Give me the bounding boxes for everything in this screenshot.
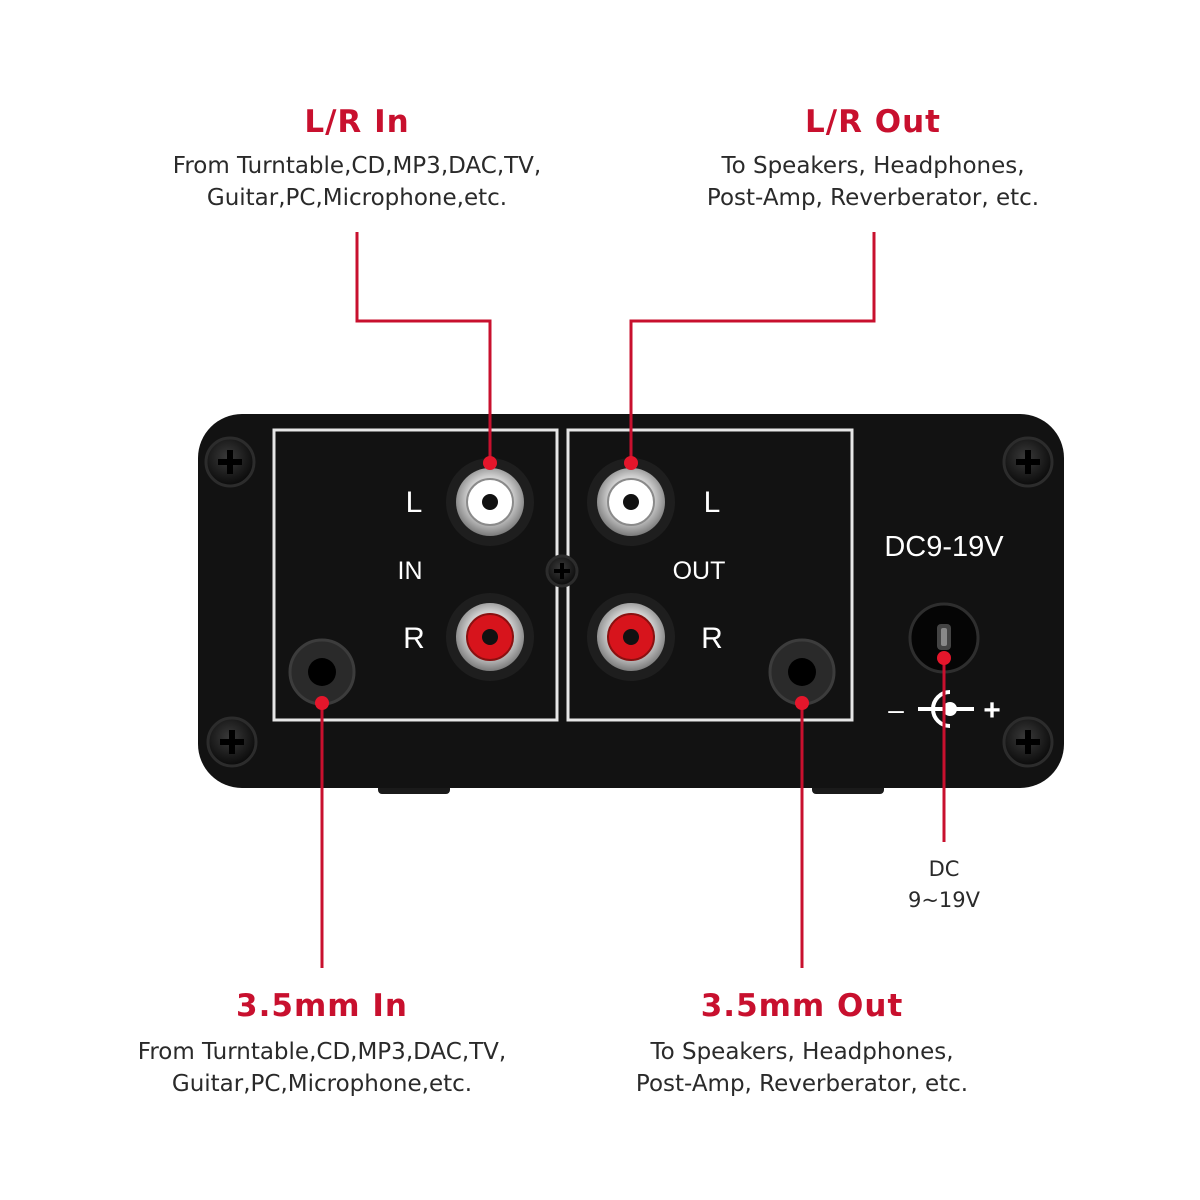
callout-desc-lr-out: To Speakers, Headphones, Post-Amp, Rever… — [623, 150, 1123, 214]
marker-dot-mm-in — [315, 696, 329, 710]
callout-desc-line: From Turntable,CD,MP3,DAC,TV, — [172, 153, 542, 179]
marker-dot-lr-in — [483, 456, 497, 470]
leader-line-lr-in — [355, 232, 492, 463]
marker-dot-lr-out — [624, 456, 638, 470]
screw-icon-top-right — [1002, 436, 1054, 488]
screw-icon-top-left — [204, 436, 256, 488]
callout-title-lr-out: L/R Out — [805, 104, 941, 140]
callout-desc-line: Guitar,PC,Microphone,etc. — [206, 185, 508, 211]
screw-icon-bottom-left — [206, 716, 258, 768]
callout-desc-line: Guitar,PC,Microphone,etc. — [171, 1071, 473, 1097]
callout-desc-line: To Speakers, Headphones, — [650, 1039, 954, 1065]
callout-desc-line: 9~19V — [907, 888, 981, 912]
screw-icon-center — [545, 554, 579, 588]
callout-desc-dc: DC 9~19V — [844, 854, 1044, 916]
marker-dot-mm-out — [795, 696, 809, 710]
mini-jack-in — [288, 638, 356, 706]
callout-desc-mm-out: To Speakers, Headphones, Post-Amp, Rever… — [552, 1036, 1052, 1100]
callout-desc-line: Post-Amp, Reverberator, etc. — [706, 185, 1040, 211]
rca-jack-in-left — [446, 458, 534, 546]
out-right-channel-label: R — [701, 622, 723, 655]
in-section-label: IN — [398, 557, 423, 585]
callout-desc-mm-in: From Turntable,CD,MP3,DAC,TV, Guitar,PC,… — [72, 1036, 572, 1100]
rca-jack-out-left — [587, 458, 675, 546]
out-section-label: OUT — [673, 557, 726, 585]
callout-desc-line: DC — [928, 857, 960, 881]
out-left-channel-label: L — [704, 486, 721, 519]
rca-jack-in-right — [446, 593, 534, 681]
polarity-plus-label: + — [983, 694, 1001, 727]
callout-title-lr-in: L/R In — [304, 104, 410, 140]
callout-title-mm-out: 3.5mm Out — [700, 988, 904, 1024]
rca-jack-out-right — [587, 593, 675, 681]
marker-dot-dc — [937, 651, 951, 665]
leader-line-lr-out — [629, 232, 876, 463]
callout-desc-line: Post-Amp, Reverberator, etc. — [635, 1071, 969, 1097]
mini-jack-out — [768, 638, 836, 706]
power-rating-label: DC9-19V — [884, 531, 1004, 563]
in-right-channel-label: R — [403, 622, 425, 655]
callout-title-mm-in: 3.5mm In — [236, 988, 408, 1024]
screw-icon-bottom-right — [1002, 716, 1054, 768]
callout-desc-lr-in: From Turntable,CD,MP3,DAC,TV, Guitar,PC,… — [107, 150, 607, 214]
in-left-channel-label: L — [406, 486, 423, 519]
callout-desc-line: From Turntable,CD,MP3,DAC,TV, — [137, 1039, 507, 1065]
callout-desc-line: To Speakers, Headphones, — [721, 153, 1025, 179]
polarity-minus-label: – — [888, 694, 904, 725]
